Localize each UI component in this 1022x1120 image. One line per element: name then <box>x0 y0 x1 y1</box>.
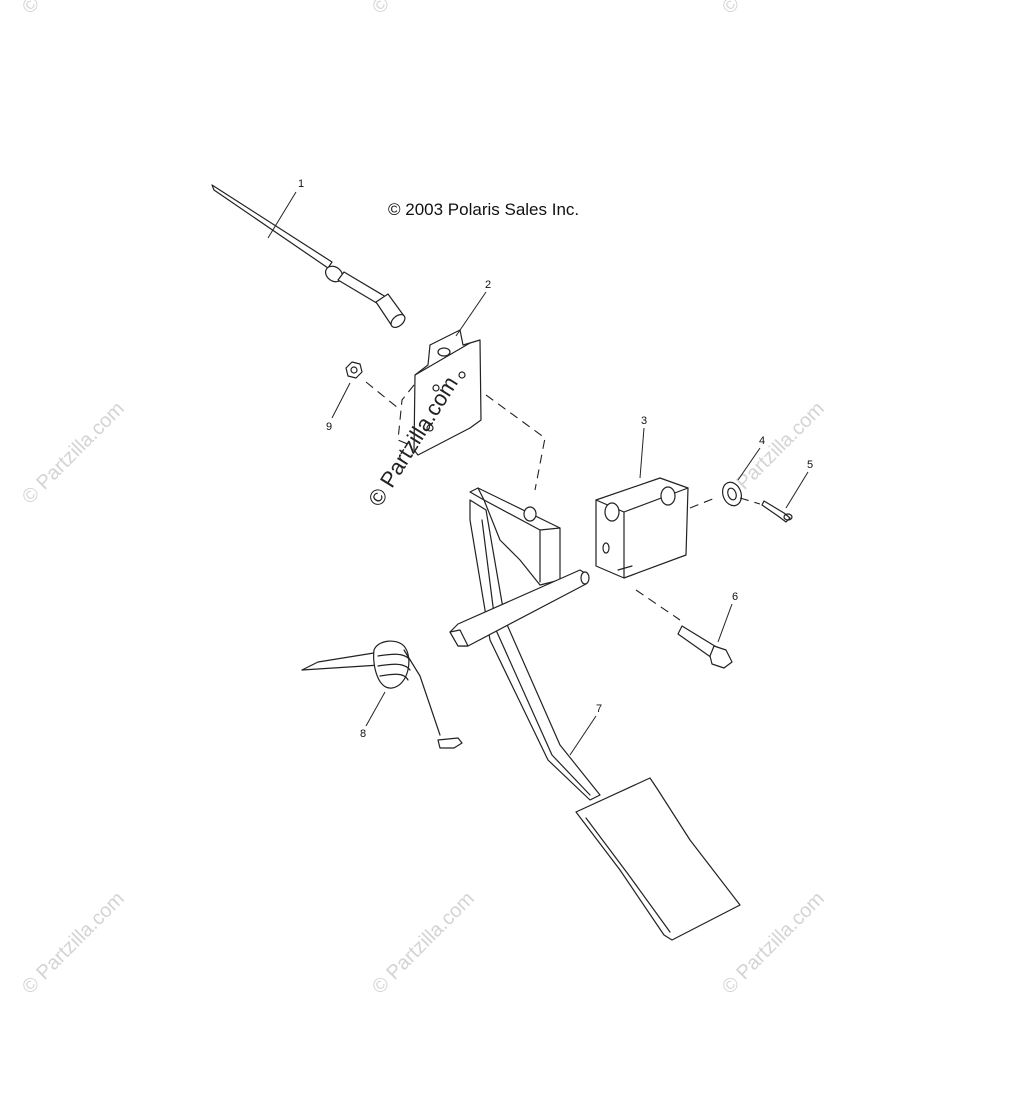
watermark-text: © Partzilla.com <box>368 888 479 999</box>
watermark-text: © Partzilla.com <box>718 0 829 19</box>
callout-labels: 1 2 3 4 5 6 7 8 9 <box>298 178 813 740</box>
callout-7: 7 <box>596 703 602 715</box>
part-2-bracket-plate <box>397 329 482 456</box>
watermark-text: © Partzilla.com <box>18 888 129 999</box>
watermark-text: © Partzilla.com <box>368 0 479 19</box>
callout-5: 5 <box>807 459 813 471</box>
callout-3: 3 <box>641 415 647 427</box>
callout-2: 2 <box>485 279 491 291</box>
part-7-pedal <box>449 487 741 941</box>
part-4-washer <box>721 481 743 507</box>
callout-8: 8 <box>360 728 366 740</box>
part-9-nut <box>345 361 363 379</box>
leader-lines <box>267 191 809 756</box>
watermark-center-text: © Partzilla.com <box>363 372 463 511</box>
part-6-bolt <box>677 625 733 669</box>
part-1-cable <box>211 184 406 329</box>
part-8-spring <box>301 640 463 749</box>
watermark-layer: © Partzilla.com © Partzilla.com © Partzi… <box>18 0 829 999</box>
assembly-lines <box>365 381 761 621</box>
callout-1: 1 <box>298 178 304 190</box>
callout-9: 9 <box>326 421 332 433</box>
callout-6: 6 <box>732 591 738 603</box>
callout-4: 4 <box>759 435 765 447</box>
part-3-block <box>595 477 689 579</box>
part-5-cotter-pin <box>761 500 793 523</box>
watermark-text: © Partzilla.com <box>18 0 129 19</box>
watermark-text: © Partzilla.com <box>18 398 129 509</box>
copyright-text: © 2003 Polaris Sales Inc. <box>388 200 579 219</box>
